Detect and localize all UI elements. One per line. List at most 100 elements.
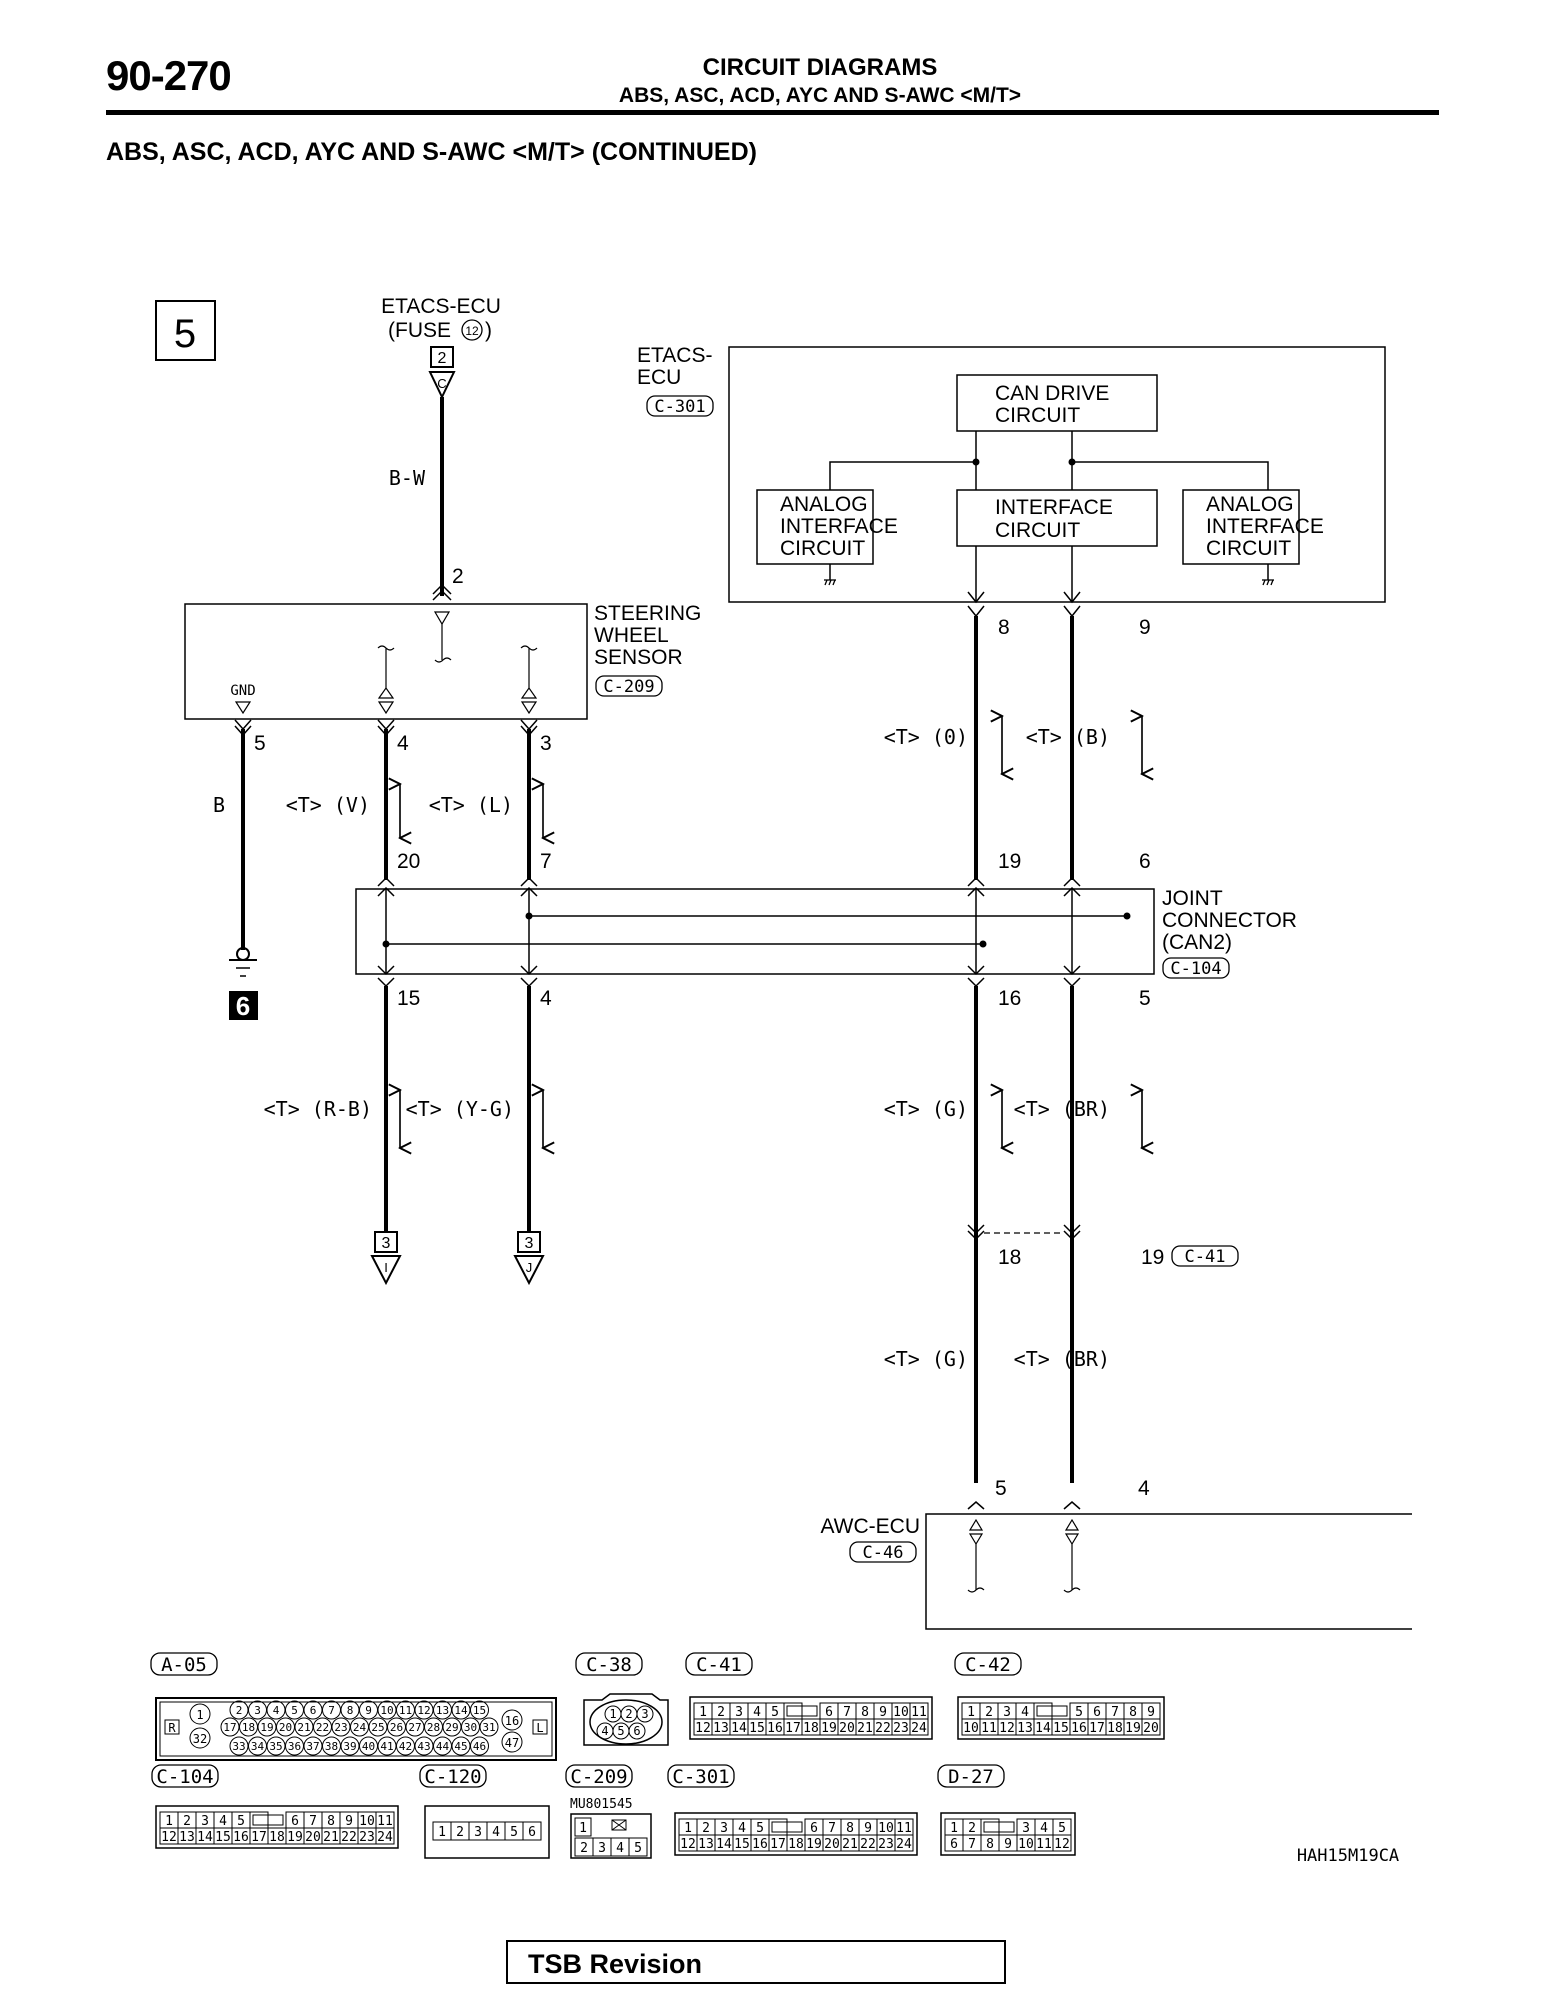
pin-number: 2 <box>580 1841 588 1856</box>
pin-number: 13 <box>1017 1721 1033 1736</box>
pin-number: 4 <box>753 1705 761 1720</box>
connector-id: C-41 <box>696 1654 742 1676</box>
connector-id: C-301 <box>672 1766 729 1788</box>
pin-number: 14 <box>731 1721 747 1736</box>
svg-text:4: 4 <box>1138 1477 1150 1500</box>
pin-number: 19 <box>806 1837 822 1852</box>
pin-number: 44 <box>436 1740 450 1753</box>
pin-number: 20 <box>824 1837 840 1852</box>
pin-number: 16 <box>767 1721 783 1736</box>
pin-number: 23 <box>334 1721 347 1734</box>
pin-number: 9 <box>1004 1837 1012 1852</box>
connector-label-c38: C-38 <box>575 1652 643 1676</box>
pin-number: 2 <box>236 1704 243 1717</box>
pin-number: 18 <box>788 1837 804 1852</box>
svg-text:<T> (L): <T> (L) <box>429 793 513 817</box>
pin-number: 3 <box>474 1825 482 1840</box>
pin-number: 26 <box>390 1721 403 1734</box>
svg-text:(CAN2): (CAN2) <box>1162 931 1232 954</box>
pin-number: 19 <box>821 1721 837 1736</box>
pin-number: 11 <box>981 1721 997 1736</box>
fuse-number-icon <box>461 319 483 341</box>
svg-text:CAN DRIVE: CAN DRIVE <box>995 382 1109 405</box>
pin-number: 33 <box>232 1740 245 1753</box>
svg-text:3: 3 <box>540 732 552 755</box>
side-marker: R <box>168 1721 176 1735</box>
connector-tag-c209 <box>595 675 663 697</box>
pin-number: 15 <box>749 1721 765 1736</box>
connector-tag-c41 <box>1171 1245 1239 1267</box>
pin-number: 1 <box>196 1708 203 1722</box>
pin-number: 7 <box>968 1837 976 1852</box>
svg-text:3: 3 <box>382 1235 391 1252</box>
etacs-can-wires: 8 9 <T> (0) <T> (B) <box>884 616 1151 880</box>
svg-text:INTERFACE: INTERFACE <box>995 496 1113 519</box>
pin-number: 30 <box>464 1721 477 1734</box>
pin-number: 3 <box>598 1841 606 1856</box>
pin-number: 1 <box>609 1707 616 1721</box>
pin-number: 11 <box>399 1704 412 1717</box>
pin-number: 10 <box>893 1705 909 1720</box>
connector-id: D-27 <box>948 1766 994 1788</box>
pin-number: 25 <box>371 1721 384 1734</box>
pin-number: 7 <box>828 1821 836 1836</box>
pin-number: 9 <box>365 1704 372 1717</box>
svg-text:ECU: ECU <box>637 366 681 389</box>
connector-tag-c301 <box>646 395 714 417</box>
svg-text:<T> (Y-G): <T> (Y-G) <box>406 1097 514 1121</box>
pin-number: 11 <box>1036 1837 1052 1852</box>
tsb-revision-label: TSB Revision <box>528 1949 703 1979</box>
svg-text:ETACS-ECU: ETACS-ECU <box>381 295 501 318</box>
pin-number: 8 <box>327 1814 335 1829</box>
pin-number: 5 <box>291 1704 298 1717</box>
pin-number: 47 <box>505 1736 519 1750</box>
svg-text:<T> (BR): <T> (BR) <box>1014 1097 1110 1121</box>
svg-text:<T> (BR): <T> (BR) <box>1014 1347 1110 1371</box>
connector-id: C-42 <box>965 1654 1011 1676</box>
awc-ecu: 5 4 AWC-ECU C-46 <box>820 1477 1412 1630</box>
pin-number: 27 <box>408 1721 421 1734</box>
pin-number: 38 <box>325 1740 338 1753</box>
svg-text:CIRCUIT: CIRCUIT <box>1206 537 1291 560</box>
svg-text:7: 7 <box>540 850 552 873</box>
svg-text:JOINT: JOINT <box>1162 887 1223 910</box>
svg-text:3: 3 <box>525 1235 534 1252</box>
svg-text:5: 5 <box>995 1477 1007 1500</box>
pin-number: 3 <box>720 1821 728 1836</box>
pin-number: 2 <box>183 1814 191 1829</box>
svg-text:8: 8 <box>998 616 1010 639</box>
pin-number: 4 <box>616 1841 624 1856</box>
connector-id: A-05 <box>161 1654 207 1676</box>
pin-number: 39 <box>343 1740 356 1753</box>
pin-number: 3 <box>641 1707 648 1721</box>
steering-wheel-sensor: STEERING WHEEL SENSOR C-209 GND 5 4 3 <box>184 602 701 755</box>
pin-number: 12 <box>417 1704 430 1717</box>
pin-number: 1 <box>438 1825 446 1840</box>
pin-number: 12 <box>680 1837 696 1852</box>
pin-number: 6 <box>633 1724 640 1738</box>
pin-number: 31 <box>482 1721 495 1734</box>
tsb-revision-box: TSB Revision <box>506 1940 1006 1984</box>
pin-number: 13 <box>698 1837 714 1852</box>
svg-text:9: 9 <box>1139 616 1151 639</box>
pin-number: 4 <box>601 1724 608 1738</box>
svg-text:C-46: C-46 <box>863 1543 904 1563</box>
fuse-connector-box <box>430 346 454 368</box>
pin-number: 6 <box>528 1825 536 1840</box>
pin-number: 16 <box>233 1830 249 1845</box>
svg-text:C-104: C-104 <box>1170 959 1221 979</box>
pin-number: 2 <box>625 1707 632 1721</box>
pin-number: 17 <box>1089 1721 1105 1736</box>
pin-number: 20 <box>839 1721 855 1736</box>
interface-circuit-block <box>956 489 1158 547</box>
svg-text:19: 19 <box>1141 1246 1164 1269</box>
pin-number: 15 <box>734 1837 750 1852</box>
arrow-down-icon <box>428 371 456 400</box>
svg-text:<T> (G): <T> (G) <box>884 1347 968 1371</box>
pin-number: 16 <box>752 1837 768 1852</box>
pin-number: 24 <box>353 1721 367 1734</box>
header-rule <box>106 110 1439 115</box>
